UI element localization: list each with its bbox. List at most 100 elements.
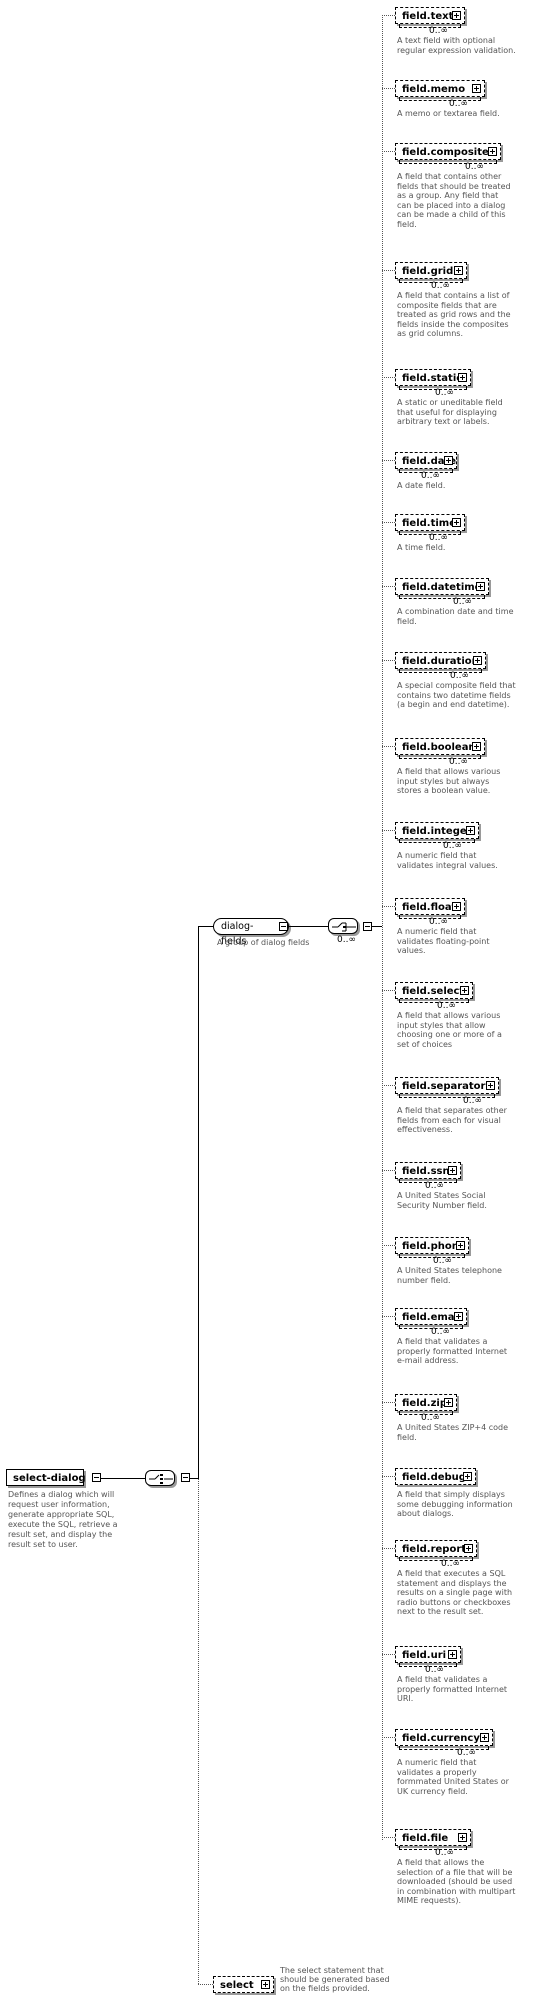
field-element[interactable]: field.static [395,369,471,390]
doc-line: about dialogs. [397,1509,454,1519]
field-element[interactable]: field.report [395,1540,477,1561]
expand-icon[interactable] [464,1544,473,1553]
field-element-label: field.currency [402,1733,480,1744]
field-occurrence: 0..∞ [433,1256,452,1266]
doc-line: results on a single page with [397,1588,513,1598]
sequence-compositor-icon[interactable] [145,1470,175,1486]
doc-line: validates floating-point [397,936,490,946]
expand-icon[interactable] [444,1398,453,1407]
field-occurrence: 0..∞ [443,841,462,851]
field-element-label: field.phone [402,1241,466,1252]
field-element[interactable]: field.file [395,1829,471,1850]
doc-line: A text field with optional [397,36,496,45]
field-element-label: field.time [402,518,456,529]
expand-icon[interactable] [452,518,461,527]
expand-icon[interactable] [454,266,463,275]
expand-icon[interactable] [488,147,497,156]
field-element[interactable]: field.boolean [395,738,485,759]
expand-icon[interactable] [486,1081,495,1090]
field-element[interactable]: field.time [395,514,465,535]
doc-line: field. [397,1432,417,1442]
expand-icon[interactable] [261,1980,270,1989]
dialog-fields-doc: A group of dialog fields [217,938,310,947]
select-dialog-element[interactable]: select-dialog [6,1469,86,1486]
field-occurrence: 0..∞ [449,757,468,767]
collapse-icon[interactable] [279,922,288,931]
field-occurrence: 0..∞ [435,388,454,398]
field-element[interactable]: field.grid [395,262,467,283]
expand-icon[interactable] [452,902,461,911]
field-occurrence: 0..∞ [465,162,484,172]
field-element[interactable]: field.composite [395,143,501,164]
field-element[interactable]: field.integer [395,822,479,843]
doc-line: Defines a dialog which will [8,1490,115,1499]
doc-line: A United States Social [397,1191,486,1200]
expand-icon[interactable] [476,582,485,591]
doc-line: URI. [397,1694,414,1704]
doc-line: A field that validates a [397,1675,488,1684]
expand-icon[interactable] [463,1472,472,1481]
expand-icon[interactable] [458,1833,467,1842]
field-element[interactable]: field.ssn [395,1162,461,1183]
doc-line: in combination with multipart [397,1886,516,1896]
field-occurrence: 0..∞ [425,1665,444,1675]
field-element-label: field.debug [402,1472,466,1483]
doc-line: choosing one or more of a [397,1030,502,1040]
expand-icon[interactable] [448,1650,457,1659]
doc-line: input styles that allow [397,1020,486,1030]
dialog-fields-label: dialog-fields [221,921,254,947]
field-element[interactable]: field.debug [395,1468,476,1485]
field-element[interactable]: field.separator [395,1077,499,1098]
field-element[interactable]: field.duration [395,652,486,673]
select-element[interactable]: select [213,1976,274,1993]
doc-line: next to the result set. [397,1607,484,1617]
field-element[interactable]: field.memo [395,80,485,101]
field-element[interactable]: field.zip [395,1394,457,1415]
expand-icon[interactable] [448,1166,457,1175]
expand-icon[interactable] [473,656,482,665]
doc-line: A special composite field that [397,681,516,690]
field-element-label: field.zip [402,1398,447,1409]
field-element[interactable]: field.email [395,1308,467,1329]
doc-line: A date field. [397,481,446,490]
expand-icon[interactable] [472,742,481,751]
field-element[interactable]: field.select [395,982,473,1003]
field-occurrence: 0..∞ [425,1181,444,1191]
field-element[interactable]: field.phone [395,1237,469,1258]
doc-line: values. [397,946,426,956]
doc-line: A field that contains a list of [397,291,510,300]
field-element[interactable]: field.currency [395,1729,493,1750]
doc-line: arbitrary text or labels. [397,417,490,427]
collapse-icon[interactable] [181,1473,190,1482]
expand-icon[interactable] [458,373,467,382]
expand-icon[interactable] [466,826,475,835]
doc-line: that useful for displaying [397,407,497,417]
expand-icon[interactable] [444,456,453,465]
expand-icon[interactable] [454,1312,463,1321]
doc-line: should be generated based [280,1975,390,1984]
expand-icon[interactable] [452,11,461,20]
field-element[interactable]: field.uri [395,1646,461,1667]
expand-icon[interactable] [480,1733,489,1742]
field-element[interactable]: field.float [395,898,465,919]
doc-line: on the fields provided. [280,1984,370,1993]
collapse-icon[interactable] [363,922,372,931]
field-element-label: field.grid [402,266,454,277]
field-element[interactable]: field.text [395,7,465,28]
doc-line: A field that separates other [397,1106,507,1115]
expand-icon[interactable] [472,84,481,93]
field-element[interactable]: field.date [395,452,457,473]
collapse-icon[interactable] [92,1473,101,1482]
doc-line: execute the SQL, retrieve a [8,1520,118,1529]
field-element[interactable]: field.datetime [395,578,489,599]
expand-icon[interactable] [456,1241,465,1250]
expand-icon[interactable] [460,986,469,995]
field-doc: A date field. [397,481,552,491]
dialog-fields-group[interactable]: dialog-fields [213,918,289,947]
choice-compositor-icon[interactable] [328,918,358,934]
